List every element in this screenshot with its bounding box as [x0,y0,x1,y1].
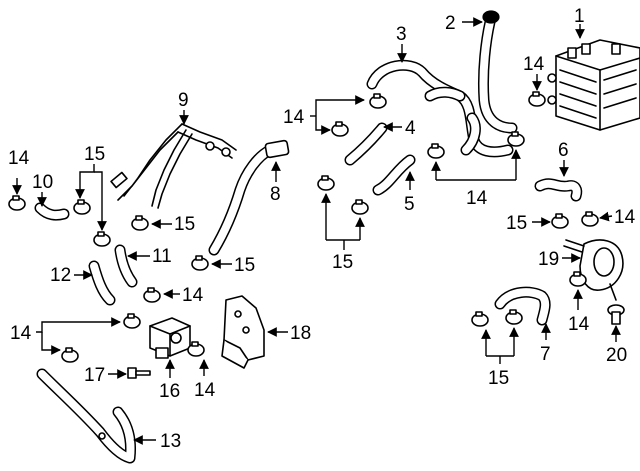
callout-labels: 1 2 3 4 5 6 7 8 9 10 11 12 13 14 14 14 1… [8,6,636,452]
clamp-14-j[interactable] [123,313,141,329]
callout-4: 4 [405,118,416,139]
callout-11: 11 [152,246,172,267]
clamp-14-f[interactable] [507,131,525,147]
clamp-15-f[interactable] [351,199,369,215]
callout-15-e: 15 [506,213,527,234]
clamp-14-h[interactable] [569,271,587,287]
callout-14-e: 14 [614,207,636,228]
clamp-15-c[interactable] [131,215,149,231]
part-8-hose[interactable] [208,139,290,256]
clamp-15-g[interactable] [551,213,569,229]
leader-lines [12,17,621,445]
part-12-hose[interactable] [88,260,116,306]
clamp-14-b[interactable] [369,93,387,109]
callout-14-h: 14 [10,323,32,344]
callout-14-b: 14 [283,107,305,128]
callout-10: 10 [32,172,53,193]
part-1-module[interactable] [547,39,640,131]
callout-6: 6 [558,140,569,161]
part-16-valve[interactable] [149,317,191,359]
clamp-15-d[interactable] [191,255,209,271]
part-5-hose[interactable] [372,154,416,196]
callout-20: 20 [606,345,627,366]
callout-14-a: 14 [8,148,30,169]
callout-19: 19 [538,249,559,270]
part-18-bracket[interactable] [221,295,265,369]
clamp-15-e[interactable] [317,175,335,191]
callout-14-c: 14 [523,54,545,75]
callout-9: 9 [178,90,189,111]
clamp-15-i[interactable] [505,309,523,325]
clamp-14-i[interactable] [143,287,161,303]
callout-2: 2 [445,13,456,34]
part-10-hose[interactable] [34,202,70,221]
callout-5: 5 [404,194,415,215]
callout-15-c: 15 [234,255,255,276]
part-13-hose[interactable] [36,368,136,464]
callout-17: 17 [84,365,105,386]
callout-15-f: 15 [488,368,509,389]
callout-1: 1 [574,6,585,27]
callout-14-i: 14 [194,380,216,401]
part-2-hose[interactable] [477,10,518,134]
callout-3: 3 [396,24,407,45]
callout-8: 8 [270,184,281,205]
callout-15-b: 15 [174,214,195,235]
part-9-pipes[interactable] [110,123,237,209]
clamp-14-l[interactable] [187,341,205,357]
callout-18: 18 [290,323,311,344]
callout-14-f: 14 [568,314,590,335]
clamp-14-c[interactable] [331,121,349,137]
part-7-hose[interactable] [494,286,551,326]
clamp-14-d[interactable] [528,91,546,107]
callout-14-g: 14 [182,285,204,306]
part-6-hose[interactable] [534,178,583,202]
clamp-15-b[interactable] [93,231,111,247]
clamp-15-h[interactable] [471,311,489,327]
clamp-14-k[interactable] [61,347,79,363]
callout-13: 13 [160,431,181,452]
clamp-15-a[interactable] [73,199,91,215]
part-17-bolt[interactable] [127,367,151,379]
callout-15-d: 15 [332,252,353,273]
callout-15-a: 15 [84,144,105,165]
callout-16: 16 [159,381,180,402]
part-11-hose[interactable] [114,244,138,288]
part-19-pump[interactable] [563,239,624,301]
clamp-14-a[interactable] [8,195,26,211]
part-20-bolt[interactable] [607,304,625,325]
callout-14-d: 14 [466,188,488,209]
part-3-hose[interactable] [366,59,514,158]
part-4-hose[interactable] [344,122,388,166]
clamp-14-g[interactable] [581,211,599,227]
callout-12: 12 [50,265,71,286]
callout-7: 7 [540,344,551,365]
clamp-14-e[interactable] [427,143,445,159]
